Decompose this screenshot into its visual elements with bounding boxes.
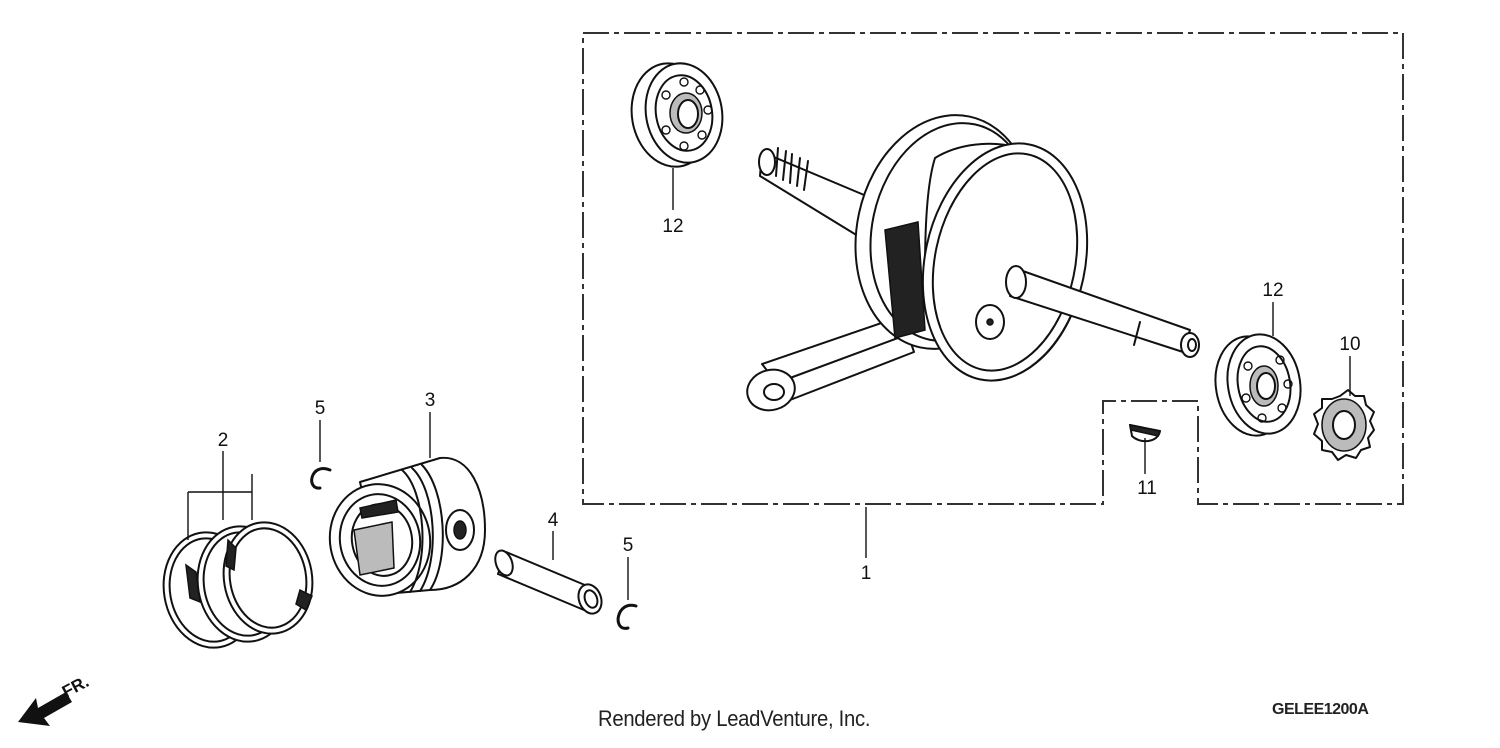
diagram-code: GELEE1200A	[1272, 701, 1369, 718]
woodruff-key[interactable]	[1129, 424, 1162, 443]
sprocket[interactable]	[1313, 389, 1375, 461]
front-direction-arrow-icon	[18, 692, 72, 726]
callout-5-lower: 5	[623, 535, 634, 556]
leader-lines	[187, 168, 1351, 600]
piston-rings[interactable]	[155, 515, 321, 655]
callout-4: 4	[548, 510, 559, 531]
piston-pin-clip-lower[interactable]	[616, 603, 638, 630]
callout-3: 3	[425, 390, 436, 411]
piston-pin-clip-upper[interactable]	[310, 467, 332, 490]
bearing-left[interactable]	[624, 57, 731, 173]
rendered-by-footer: Rendered by LeadVenture, Inc.	[598, 706, 871, 731]
callout-5-upper: 5	[315, 398, 326, 419]
callout-12-right: 12	[1262, 280, 1283, 301]
callout-10: 10	[1339, 334, 1360, 355]
callout-11: 11	[1137, 478, 1157, 499]
assembly-boundary	[582, 32, 1404, 505]
crankshaft-assembly[interactable]	[743, 98, 1200, 415]
callout-1: 1	[861, 563, 872, 584]
callout-2: 2	[218, 430, 229, 451]
callout-12-left: 12	[662, 216, 683, 237]
bearing-right[interactable]	[1208, 329, 1308, 442]
piston[interactable]	[321, 456, 486, 604]
piston-pin[interactable]	[492, 548, 605, 617]
